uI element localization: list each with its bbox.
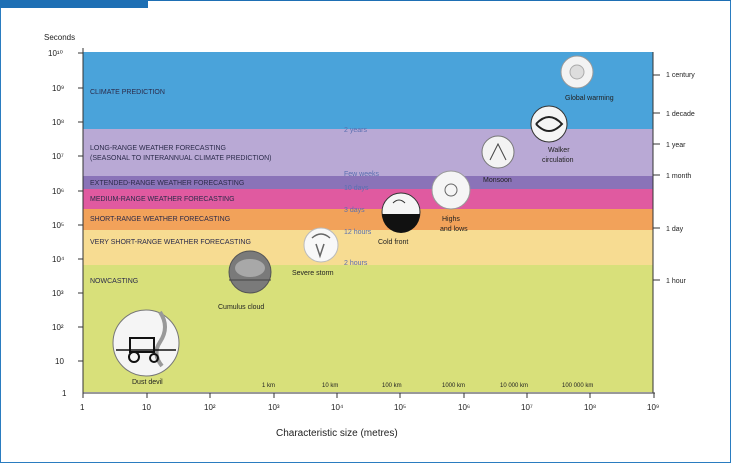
y-tick-label: 10⁷: [52, 152, 64, 161]
band-label-short-range: SHORT-RANGE WEATHER FORECASTING: [90, 216, 230, 223]
size-label-1km: 1 km: [262, 383, 275, 389]
right-label-decade: 1 decade: [666, 111, 695, 118]
highs-and-lows-label-2: and lows: [440, 226, 468, 233]
y-axis-title: Seconds: [44, 33, 75, 42]
x-tick-label: 10⁸: [584, 403, 596, 412]
size-label-10km: 10 km: [322, 383, 338, 389]
size-label-10000km: 10 000 km: [500, 383, 528, 389]
monsoon-label: Monsoon: [483, 177, 512, 184]
x-ticks: 1 10 10² 10³ 10⁴ 10⁵ 10⁶ 10⁷ 10⁸ 10⁹: [80, 393, 659, 412]
right-label-year: 1 year: [666, 142, 686, 149]
cumulus-cloud-label: Cumulus cloud: [218, 304, 264, 311]
band-very-short-range: [83, 230, 653, 265]
band-medium-range: [83, 189, 653, 209]
global-warming-icon: Global warming: [560, 55, 614, 102]
severe-storm-label: Severe storm: [292, 270, 334, 277]
x-tick-label: 10⁴: [331, 403, 344, 412]
band-label-long-range-2: (SEASONAL TO INTERANNUAL CLIMATE PREDICT…: [90, 155, 272, 162]
x-tick-label: 1: [80, 403, 85, 412]
y-tick-label: 10⁹: [52, 84, 64, 93]
y-tick-label: 10²: [52, 323, 64, 332]
highs-and-lows-label: Highs: [442, 216, 460, 223]
walker-circulation-label-2: circulation: [542, 157, 574, 164]
band-label-nowcasting: NOWCASTING: [90, 278, 138, 285]
header-tab: [0, 0, 148, 8]
dust-devil-icon: Dust devil: [112, 309, 180, 386]
x-tick-label: 10⁷: [521, 403, 533, 412]
y-tick-label: 10⁸: [52, 118, 64, 127]
right-label-century: 1 century: [666, 72, 695, 79]
x-tick-label: 10⁵: [394, 403, 406, 412]
right-label-hour: 1 hour: [666, 278, 687, 285]
y-tick-label: 10: [55, 357, 64, 366]
band-label-very-short-range: VERY SHORT-RANGE WEATHER FORECASTING: [90, 239, 251, 246]
time-mark-3-days: 3 days: [344, 207, 365, 214]
time-mark-10-days: 10 days: [344, 185, 369, 192]
right-scale: 1 century 1 decade 1 year 1 month 1 day …: [653, 72, 695, 285]
time-mark-2-years: 2 years: [344, 127, 367, 134]
size-labels: 1 km 10 km 100 km 1000 km 10 000 km 100 …: [262, 383, 593, 389]
y-ticks: 10¹⁰ 10⁹ 10⁸ 10⁷ 10⁶ 10⁵ 10⁴ 10³ 10² 10 …: [48, 49, 83, 398]
walker-circulation-label: Walker: [548, 147, 570, 154]
x-tick-label: 10⁹: [647, 403, 659, 412]
band-short-range: [83, 209, 653, 230]
severe-storm-icon: Severe storm: [292, 227, 339, 277]
y-tick-label: 10⁶: [52, 187, 64, 196]
right-label-day: 1 day: [666, 226, 684, 233]
y-tick-label: 1: [62, 389, 67, 398]
cold-front-label: Cold front: [378, 239, 408, 246]
band-label-medium-range: MEDIUM-RANGE WEATHER FORECASTING: [90, 196, 235, 203]
time-mark-12-hours: 12 hours: [344, 229, 372, 236]
y-tick-label: 10⁵: [52, 221, 64, 230]
cold-front-icon: Cold front: [378, 192, 421, 246]
header-rule: [148, 0, 731, 1]
x-tick-label: 10³: [268, 403, 280, 412]
x-tick-label: 10²: [204, 403, 216, 412]
y-tick-label: 10¹⁰: [48, 49, 63, 58]
x-tick-label: 10⁶: [458, 403, 470, 412]
right-label-month: 1 month: [666, 173, 691, 180]
band-extended-range: [83, 176, 653, 189]
time-mark-2-hours: 2 hours: [344, 260, 368, 267]
band-nowcasting: [83, 265, 653, 392]
x-axis-title: Characteristic size (metres): [276, 428, 398, 439]
size-label-100000km: 100 000 km: [562, 383, 593, 389]
band-label-extended-range: EXTENDED-RANGE WEATHER FORECASTING: [90, 180, 244, 187]
size-label-1000km: 1000 km: [442, 383, 465, 389]
dust-devil-label: Dust devil: [132, 379, 163, 386]
global-warming-label: Global warming: [565, 95, 614, 102]
walker-circulation-icon: Walker circulation: [530, 105, 574, 164]
monsoon-icon: Monsoon: [481, 135, 515, 184]
time-mark-few-weeks: Few weeks: [344, 171, 380, 178]
band-label-long-range: LONG-RANGE WEATHER FORECASTING: [90, 145, 226, 152]
size-label-100km: 100 km: [382, 383, 402, 389]
cumulus-cloud-icon: Cumulus cloud: [218, 250, 272, 311]
highs-and-lows-icon: Highs and lows: [431, 170, 471, 233]
y-tick-label: 10⁴: [52, 255, 65, 264]
x-tick-label: 10: [142, 403, 151, 412]
band-label-climate: CLIMATE PREDICTION: [90, 89, 165, 96]
y-tick-label: 10³: [52, 289, 64, 298]
